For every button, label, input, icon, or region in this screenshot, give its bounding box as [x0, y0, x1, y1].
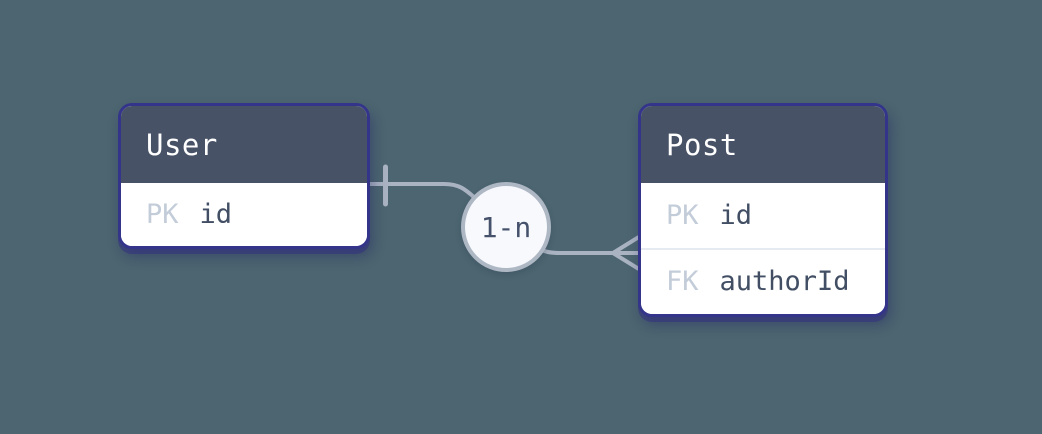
primary-key-badge: PK	[666, 199, 699, 231]
entity-post-field-authorid[interactable]: FK authorId	[641, 247, 885, 314]
crows-foot-icon	[611, 235, 640, 271]
relationship-cardinality-label: 1-n	[480, 210, 532, 244]
foreign-key-badge: FK	[666, 266, 699, 298]
primary-key-badge: PK	[146, 199, 179, 230]
field-name: id	[199, 199, 233, 230]
entity-user-body: PK id	[121, 183, 367, 246]
entity-post-field-id[interactable]: PK id	[641, 183, 885, 248]
entity-user-field-id[interactable]: PK id	[121, 183, 367, 246]
entity-post[interactable]: Post PK id FK authorId	[638, 103, 888, 317]
entity-post-title: Post	[666, 127, 738, 162]
field-name: id	[719, 199, 753, 231]
entity-post-header[interactable]: Post	[641, 106, 885, 183]
relationship-circle[interactable]: 1-n	[461, 182, 551, 272]
entity-post-body: PK id FK authorId	[641, 183, 885, 314]
entity-user-header[interactable]: User	[121, 106, 367, 183]
entity-user[interactable]: User PK id	[118, 103, 370, 249]
field-name: authorId	[719, 266, 850, 298]
entity-user-title: User	[146, 127, 218, 162]
